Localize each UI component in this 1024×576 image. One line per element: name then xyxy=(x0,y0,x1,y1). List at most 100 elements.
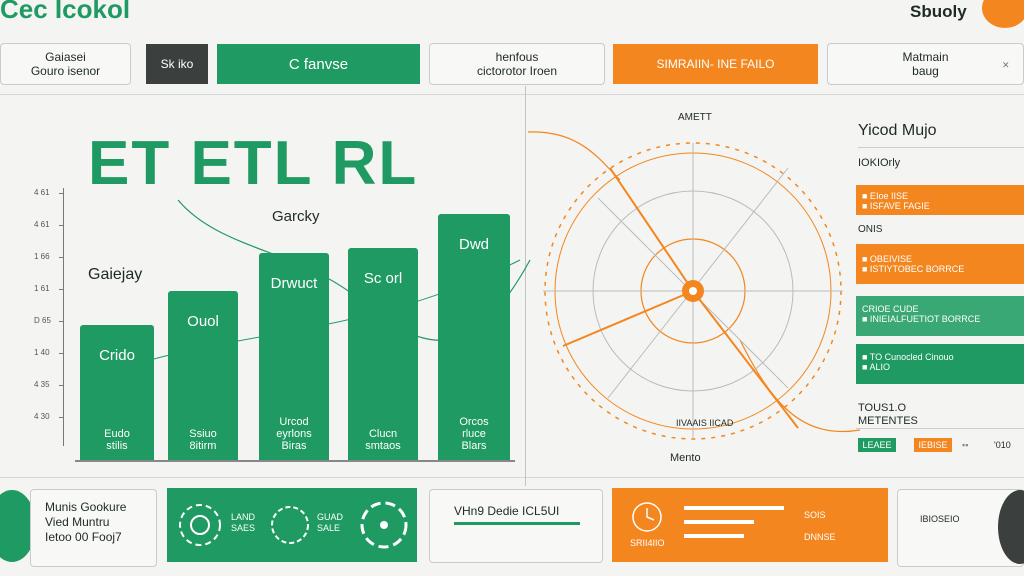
top-card-6[interactable]: Matmain baug xyxy=(827,43,1024,85)
avatar[interactable] xyxy=(982,0,1024,28)
panel-divider xyxy=(525,86,526,486)
bar-label: Ouol xyxy=(187,313,219,331)
top-card-4[interactable]: henfous cictorotor Iroen xyxy=(429,43,605,85)
chevron-icon[interactable]: ✕ xyxy=(1002,60,1010,70)
right-panel-subtitle: IOKIOrly xyxy=(858,157,901,169)
user-label[interactable]: Sbuoly xyxy=(910,2,967,21)
bar-bottom-label: Blars xyxy=(461,439,487,452)
y-tick-mark xyxy=(59,385,64,386)
bar-bottom-label: smtaos xyxy=(365,439,401,452)
right-row-3-line2: ■ INIEIALFUETIOT BORRCE xyxy=(862,314,981,324)
bottom-green-badge-1-b: SAES xyxy=(231,523,256,533)
bar-bottom-label: Urcod xyxy=(279,415,309,428)
y-tick-label: 4 61 xyxy=(34,188,50,197)
chart-subtitle: Garcky xyxy=(272,208,320,225)
top-card-4-line2: cictorotor Iroen xyxy=(476,64,558,78)
right-row-4[interactable]: ■ TO Cunocled Cinouo ■ ALIO xyxy=(856,344,1024,384)
bottom-green-badge-2: GUAD SALE xyxy=(317,512,343,534)
main-title: ET ETL RL xyxy=(88,129,419,198)
target-icon xyxy=(179,504,221,546)
bar-label: Crido xyxy=(99,347,135,364)
right-row-1[interactable]: ■ EIoe IISE ■ ISFAVE FAGIE xyxy=(856,185,1024,215)
bar-bottom-label: Orcos xyxy=(459,415,489,428)
bottom-card-3[interactable]: VHn9 Dedie ICL5UI xyxy=(429,489,603,563)
y-tick-label: 1 40 xyxy=(34,348,50,357)
top-card-green-button[interactable]: C fanvse xyxy=(217,44,420,84)
bottom-card-1[interactable]: Munis Gookure Vied Muntru Ietoo 00 Fooj7 xyxy=(30,489,157,567)
bottom-card-3-bar xyxy=(454,522,580,525)
bottom-orange-bar-3 xyxy=(684,534,744,538)
bottom-orange-caption: SRII4IIO xyxy=(630,538,665,548)
bar-label: Sc orl xyxy=(363,269,403,287)
bottom-card-1-line1: Munis Gookure xyxy=(45,500,127,514)
right-footer-tag-1[interactable]: LEAEE xyxy=(858,438,896,452)
right-row-4-line1: ■ TO Cunocled Cinouo xyxy=(862,352,954,362)
bottom-card-green[interactable]: LAND SAES GUAD SALE xyxy=(167,488,417,562)
radial-caption: IIVAAIS IICAD xyxy=(676,418,734,428)
bottom-card-5-label: IBIOSEIO xyxy=(920,514,960,524)
y-tick-mark xyxy=(59,353,64,354)
right-row-3[interactable]: CRIOE CUDE ■ INIEIALFUETIOT BORRCE xyxy=(856,296,1024,336)
right-footer-tag-2[interactable]: IEBISE xyxy=(914,438,952,452)
bottom-orange-label-2: DNNSE xyxy=(804,532,836,542)
bar-bottom-label: Ssiuo xyxy=(189,428,217,440)
y-tick-mark xyxy=(59,321,64,322)
y-tick-label: 4 30 xyxy=(34,412,50,421)
top-card-4-line1: henfous xyxy=(495,50,539,64)
y-tick-mark xyxy=(59,289,64,290)
bar-bottom-label: eyrlons xyxy=(276,427,312,440)
ring-icon xyxy=(271,506,309,544)
x-axis xyxy=(75,460,515,462)
right-row-2[interactable]: ■ OBEIVISE ■ ISTIYTOBEC BORRCE xyxy=(856,244,1024,284)
bottom-card-orange[interactable]: SRII4IIO SOIS DNNSE xyxy=(612,488,888,562)
right-footer-title: TOUS1.O METENTES xyxy=(858,402,918,428)
bottom-orange-bar-2 xyxy=(684,520,754,524)
right-footer-title-1: TOUS1.O xyxy=(858,402,907,414)
main-panel xyxy=(0,94,1024,478)
radial-chart xyxy=(543,142,843,440)
top-card-1[interactable]: Gaiasei Gouro isenor xyxy=(0,43,131,85)
top-card-dark-button[interactable]: Sk iko xyxy=(146,44,208,84)
radial-center-dot-inner xyxy=(689,287,697,295)
radial-bottom-label: Mento xyxy=(670,452,701,464)
right-row-4-line2: ■ ALIO xyxy=(862,362,890,372)
top-card-orange-button[interactable]: SIMRAIIN- INE FAILO xyxy=(613,44,818,84)
bottom-green-badge-2-a: GUAD xyxy=(317,512,344,522)
right-panel-divider xyxy=(858,147,1024,148)
gauge-icon xyxy=(360,501,408,549)
top-card-6-line1: Matmain xyxy=(902,50,949,64)
bottom-orange-label-1: SOIS xyxy=(804,510,826,520)
bottom-green-badge-1-a: LAND xyxy=(231,512,256,522)
bar-bottom-label: 8itirm xyxy=(189,440,217,452)
y-tick-mark xyxy=(59,417,64,418)
y-tick-mark xyxy=(59,193,64,194)
top-card-1-line2: Gouro isenor xyxy=(30,64,101,78)
chart-left-label: Gaiejay xyxy=(88,266,143,283)
y-axis xyxy=(63,188,64,446)
bottom-green-badge-1: LAND SAES xyxy=(231,512,255,534)
app-logo: Cec Icokol xyxy=(0,0,131,24)
top-card-1-line1: Gaiasei xyxy=(45,50,86,64)
y-tick-mark xyxy=(59,257,64,258)
bar-label: Dwd xyxy=(458,236,489,254)
bottom-card-3-label: VHn9 Dedie ICL5UI xyxy=(454,504,560,518)
right-row-3-line1: CRIOE CUDE xyxy=(862,304,919,314)
radial-needle-1 xyxy=(609,167,694,292)
bottom-card-1-line2: Vied Muntru xyxy=(45,515,110,529)
y-tick-label: 1 66 xyxy=(34,252,50,261)
bar-label: Drwuct xyxy=(270,274,318,292)
radial-top-label: AMETT xyxy=(678,112,712,123)
y-tick-label: 4 35 xyxy=(34,380,50,389)
right-footer-code: '010 xyxy=(994,440,1011,450)
y-tick-label: 4 61 xyxy=(34,220,50,229)
